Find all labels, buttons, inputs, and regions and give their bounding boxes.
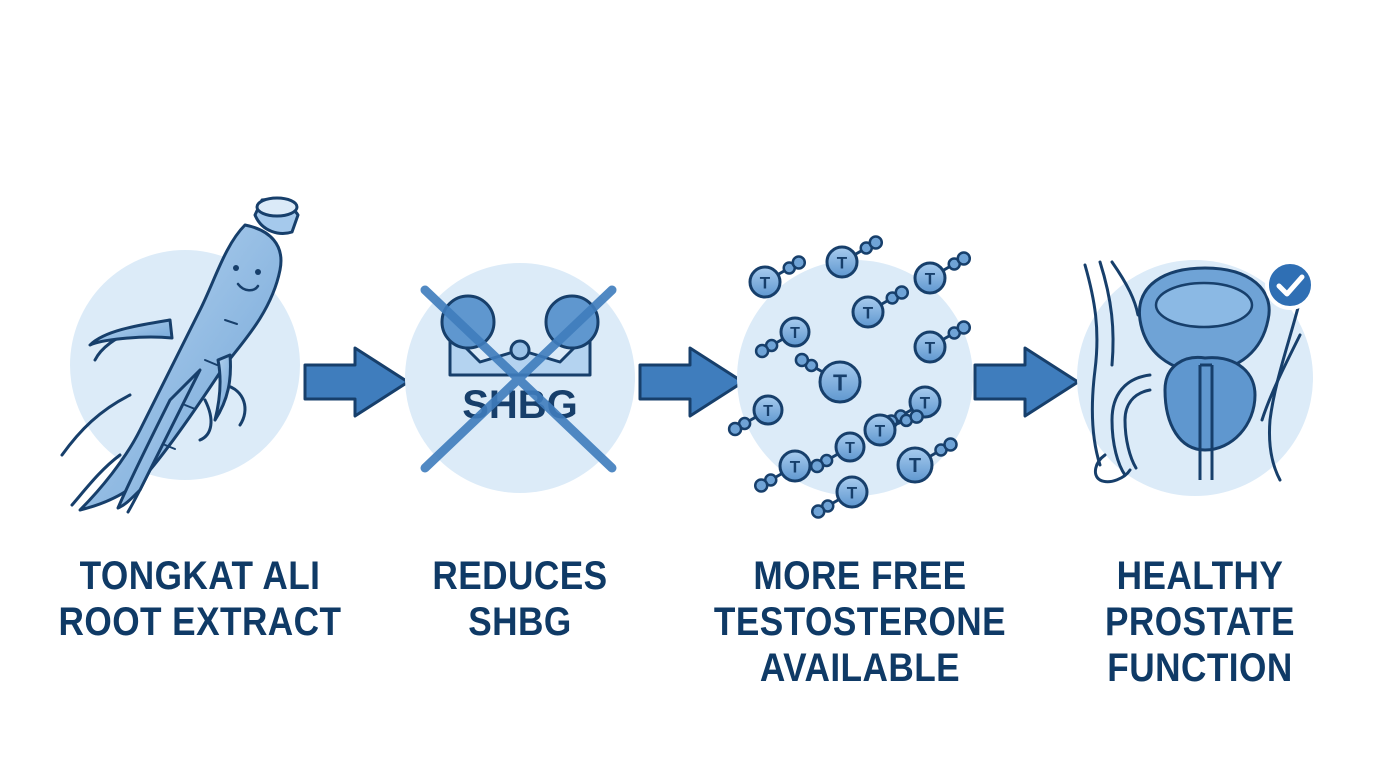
prostate-gland-shape xyxy=(1163,355,1257,452)
molecule-label: T xyxy=(920,393,931,412)
testosterone-molecule: T xyxy=(754,316,811,359)
molecule-label: T xyxy=(863,303,874,322)
testosterone-molecule: T xyxy=(748,255,807,299)
flow-arrow-1 xyxy=(303,346,410,418)
molecule-label: T xyxy=(875,421,886,440)
ginseng-root-icon xyxy=(60,196,300,514)
molecule-core xyxy=(896,446,934,484)
molecule-label: T xyxy=(925,338,936,357)
molecule-atom xyxy=(956,251,972,266)
molecule-core xyxy=(851,295,885,329)
molecule-core xyxy=(834,431,866,463)
testosterone-molecule: T xyxy=(851,285,910,329)
molecule-atom xyxy=(943,437,958,452)
molecule-atom xyxy=(810,504,826,519)
step-4-caption-line-2: PROSTATE xyxy=(1105,600,1295,644)
molecule-core xyxy=(835,475,869,509)
molecule-label: T xyxy=(790,325,800,342)
testosterone-molecule: T xyxy=(863,409,924,447)
molecule-label: T xyxy=(925,269,936,288)
molecule-atom xyxy=(894,285,910,300)
molecule-label: T xyxy=(909,455,921,477)
flow-arrow-3 xyxy=(973,346,1080,418)
step-4-caption-line-1: HEALTHY xyxy=(1116,554,1284,598)
molecule-label: T xyxy=(845,440,855,457)
flow-arrow-2 xyxy=(638,346,745,418)
molecule-label: T xyxy=(763,403,773,420)
molecule-atom xyxy=(753,478,769,493)
molecule-atom xyxy=(794,352,810,368)
testosterone-molecule: T xyxy=(753,449,812,493)
step-1-caption: TONGKAT ALI ROOT EXTRACT xyxy=(42,553,359,645)
prostate-check-icon xyxy=(1077,260,1315,496)
testosterone-molecule: T xyxy=(913,320,972,364)
molecule-core xyxy=(913,261,947,295)
molecule-label: T xyxy=(833,369,847,395)
step-1-caption-line-2: ROOT EXTRACT xyxy=(58,600,342,644)
molecule-atom xyxy=(909,409,924,424)
step-3-caption-line-3: AVAILABLE xyxy=(759,646,961,690)
molecule-core xyxy=(779,316,811,348)
molecule-atom xyxy=(956,320,972,335)
step-2-caption: REDUCES SHBG xyxy=(414,553,625,645)
testosterone-molecule: T xyxy=(794,352,862,404)
step-1-caption-line-1: TONGKAT ALI xyxy=(79,554,321,598)
molecule-core xyxy=(778,449,812,483)
testosterone-molecule: T xyxy=(810,475,869,519)
testosterone-molecule: T xyxy=(896,437,958,484)
molecule-label: T xyxy=(790,457,801,476)
molecule-core xyxy=(752,394,784,426)
molecule-atom xyxy=(754,343,770,359)
molecule-label: T xyxy=(847,483,858,502)
molecule-core xyxy=(748,265,782,299)
step-3-caption: MORE FREE TESTOSTERONE AVAILABLE xyxy=(684,553,1036,691)
molecule-atom xyxy=(809,458,825,474)
molecule-atom xyxy=(791,255,807,270)
molecule-label: T xyxy=(837,253,848,272)
molecule-core xyxy=(863,413,897,447)
step-3-caption-line-2: TESTOSTERONE xyxy=(713,600,1007,644)
checkmark-badge-icon xyxy=(1265,260,1315,310)
molecule-core xyxy=(818,360,862,404)
testosterone-molecule: T xyxy=(825,235,884,279)
testosterone-molecule: T xyxy=(913,251,972,295)
molecule-atom xyxy=(727,421,743,437)
crossed-out-shbg-icon: SHBG xyxy=(405,263,635,493)
step-3-caption-line-1: MORE FREE xyxy=(753,554,967,598)
step-4-caption: HEALTHY PROSTATE FUNCTION xyxy=(1086,553,1315,691)
testosterone-molecules-icon: T T T T T T T T T T T T T T xyxy=(727,235,973,519)
molecule-atom xyxy=(868,235,884,250)
step-4-caption-line-3: FUNCTION xyxy=(1107,646,1293,690)
step-2-caption-line-1: REDUCES xyxy=(432,554,608,598)
step-2-caption-line-2: SHBG xyxy=(468,600,572,644)
testosterone-molecule: T xyxy=(727,394,784,437)
molecule-cluster: T T T T T T T T T T T T T T xyxy=(727,235,972,519)
molecule-core xyxy=(913,330,947,364)
molecule-core xyxy=(825,245,859,279)
molecule-label: T xyxy=(760,273,771,292)
